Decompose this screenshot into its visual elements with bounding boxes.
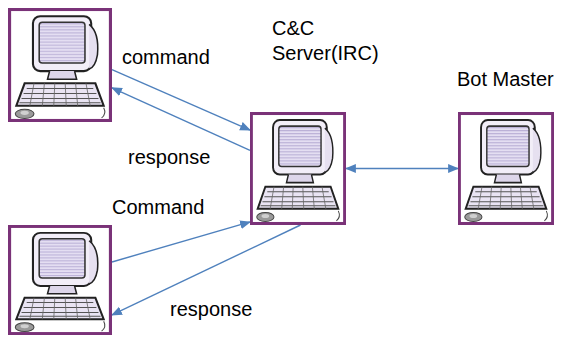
edge-label-slot: response: [168, 298, 254, 321]
computer-icon: [459, 114, 552, 224]
connector-arrow: [112, 222, 250, 262]
computer-node: [8, 8, 112, 122]
connector-arrow: [346, 168, 458, 169]
computer-icon: [10, 10, 111, 121]
computer-node: Bot Master: [458, 112, 554, 225]
edge-label: command: [120, 46, 212, 69]
node-heading: C&C Server(IRC): [272, 16, 396, 66]
edge-label: response: [126, 146, 212, 169]
computer-icon: [251, 114, 344, 224]
computer-icon: [8, 225, 112, 335]
computer-icon: [250, 112, 346, 225]
heading-slot: C&C Server(IRC): [272, 16, 396, 66]
computer-node: [8, 225, 112, 335]
edge-label-slot: command: [120, 46, 212, 69]
edge-label-slot: response: [126, 146, 212, 169]
computer-icon: [8, 8, 112, 122]
computer-icon: [458, 112, 554, 225]
node-heading: Bot Master: [457, 67, 554, 92]
heading-slot: Bot Master: [457, 67, 554, 92]
computer-node: C&C Server(IRC): [250, 112, 346, 225]
connector-arrow: [112, 88, 250, 151]
edge-label: response: [168, 298, 254, 321]
edge-label: Command: [110, 196, 206, 219]
connector-arrow: [112, 70, 250, 131]
computer-icon: [10, 226, 111, 333]
edge-label-slot: Command: [110, 196, 206, 219]
